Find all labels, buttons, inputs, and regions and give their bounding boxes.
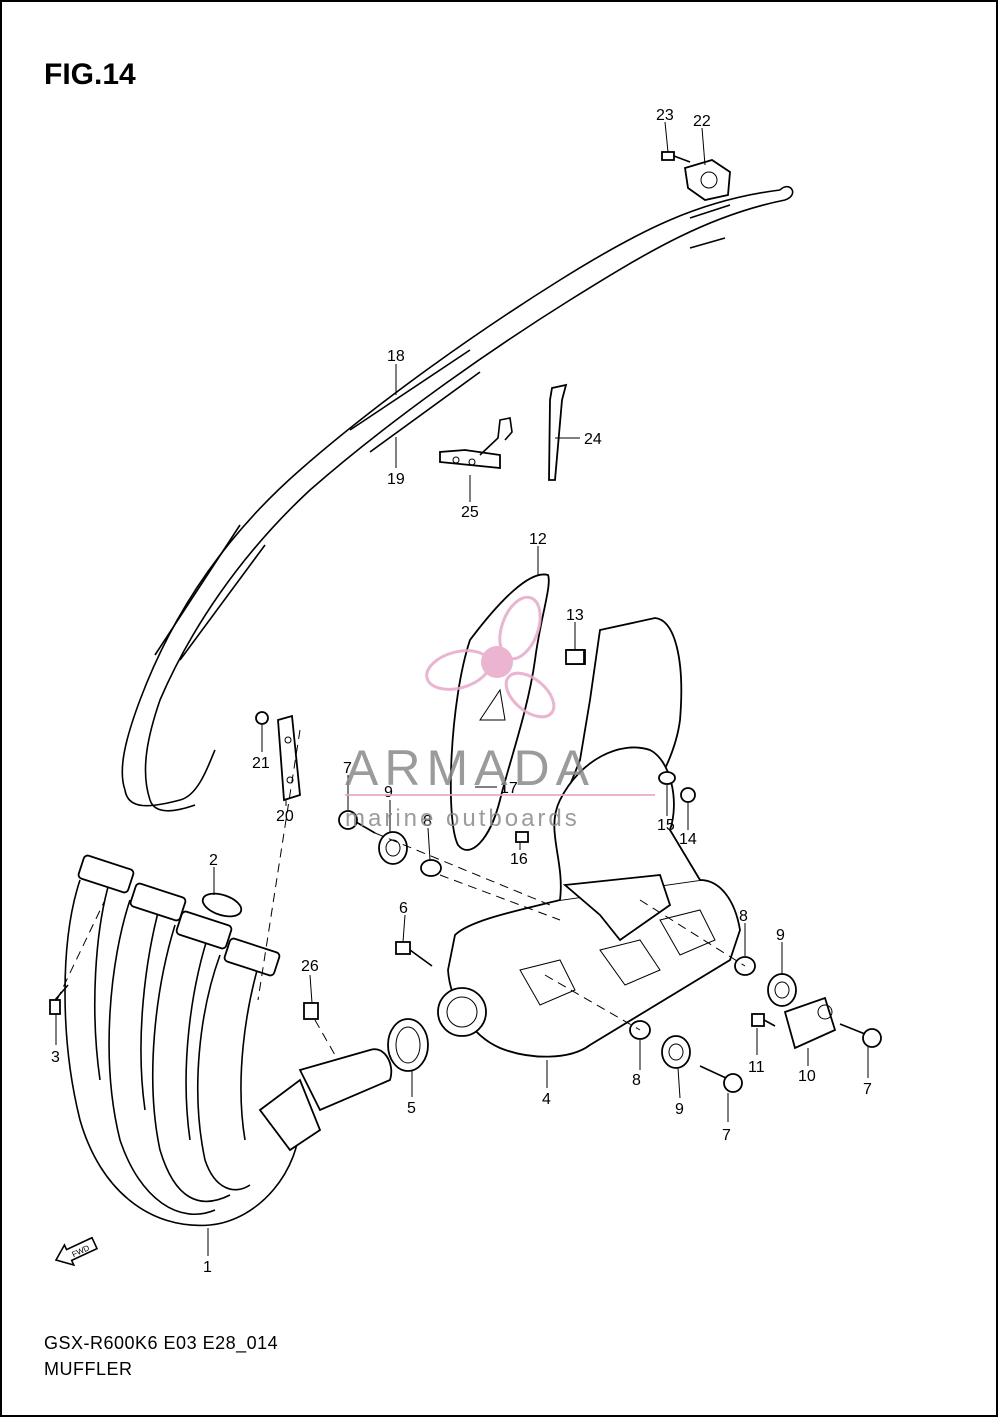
callout-4: 4 [542,1091,551,1108]
bolt-3 [49,984,69,1015]
callout-8-top: 8 [423,813,432,830]
damper-9-upper [378,831,408,865]
cable-pulley [661,151,731,201]
bolt-7-right [839,1023,882,1048]
callout-7-top: 7 [343,760,352,777]
callout-12: 12 [529,531,547,548]
callout-6: 6 [399,900,408,917]
exhaust-headers [64,854,393,1227]
leader-lines [55,121,869,1256]
bracket-10 [783,996,837,1050]
nut-21 [255,711,269,725]
cable-bracket [439,417,513,469]
figure-title: FIG.14 [44,58,136,91]
callout-13: 13 [566,607,584,624]
collar-8-upper [420,859,442,877]
callout-17: 17 [500,780,518,797]
watermark-brand: ARMADA [345,740,595,796]
clip-13 [565,649,585,665]
callout-18: 18 [387,348,405,365]
watermark: ARMADA marine outboards [345,595,655,832]
callout-20: 20 [276,808,294,825]
model-code: GSX-R600K6 E03 E28_014 [44,1333,279,1353]
callout-labels: 23 22 18 24 19 25 12 13 21 7 17 9 20 8 1… [51,107,872,1276]
propeller-logo-icon [425,595,556,719]
nut-16 [515,831,529,843]
watermark-tagline: marine outboards [345,805,580,832]
callout-19: 19 [387,471,405,488]
alignment-lines [56,729,746,1056]
callout-9-right: 9 [776,927,785,944]
callout-25: 25 [461,504,479,521]
callout-2: 2 [209,852,218,869]
bolt-6 [395,941,433,967]
callout-8-right: 8 [739,908,748,925]
callout-3: 3 [51,1049,60,1066]
callout-22: 22 [693,113,711,130]
callout-9-lower: 9 [675,1101,684,1118]
bolt-7-lower [699,1065,743,1093]
muffler [437,746,741,1058]
callout-23: 23 [656,107,674,124]
fwd-arrow-icon: FWD [54,1236,99,1267]
callout-24: 24 [584,431,602,448]
callout-14: 14 [679,831,697,848]
callout-5: 5 [407,1100,416,1117]
bracket-20 [277,714,301,802]
damper-9-right [767,973,797,1007]
callout-21: 21 [252,755,270,772]
callout-11: 11 [748,1059,765,1076]
nut-14 [680,787,696,803]
exhaust-cables [121,185,794,812]
callout-26: 26 [301,958,319,975]
clamp-ring [387,1018,429,1072]
damper-9-lower [661,1035,691,1069]
section-name: MUFFLER [44,1359,133,1379]
callout-10: 10 [798,1068,816,1085]
callout-15: 15 [657,817,675,834]
callout-7-lower: 7 [722,1127,731,1144]
callout-1: 1 [203,1259,212,1276]
bolt-7-upper [338,810,376,834]
callout-7-right: 7 [863,1081,872,1098]
callout-8-lower: 8 [632,1072,641,1089]
washer-15 [658,771,676,785]
nut-26 [303,1002,319,1020]
heat-shield [449,573,550,851]
bolt-11 [751,1013,776,1027]
callout-9-top: 9 [384,784,393,801]
cable-tie [548,383,568,481]
gasket [201,892,243,918]
callout-16: 16 [510,851,528,868]
